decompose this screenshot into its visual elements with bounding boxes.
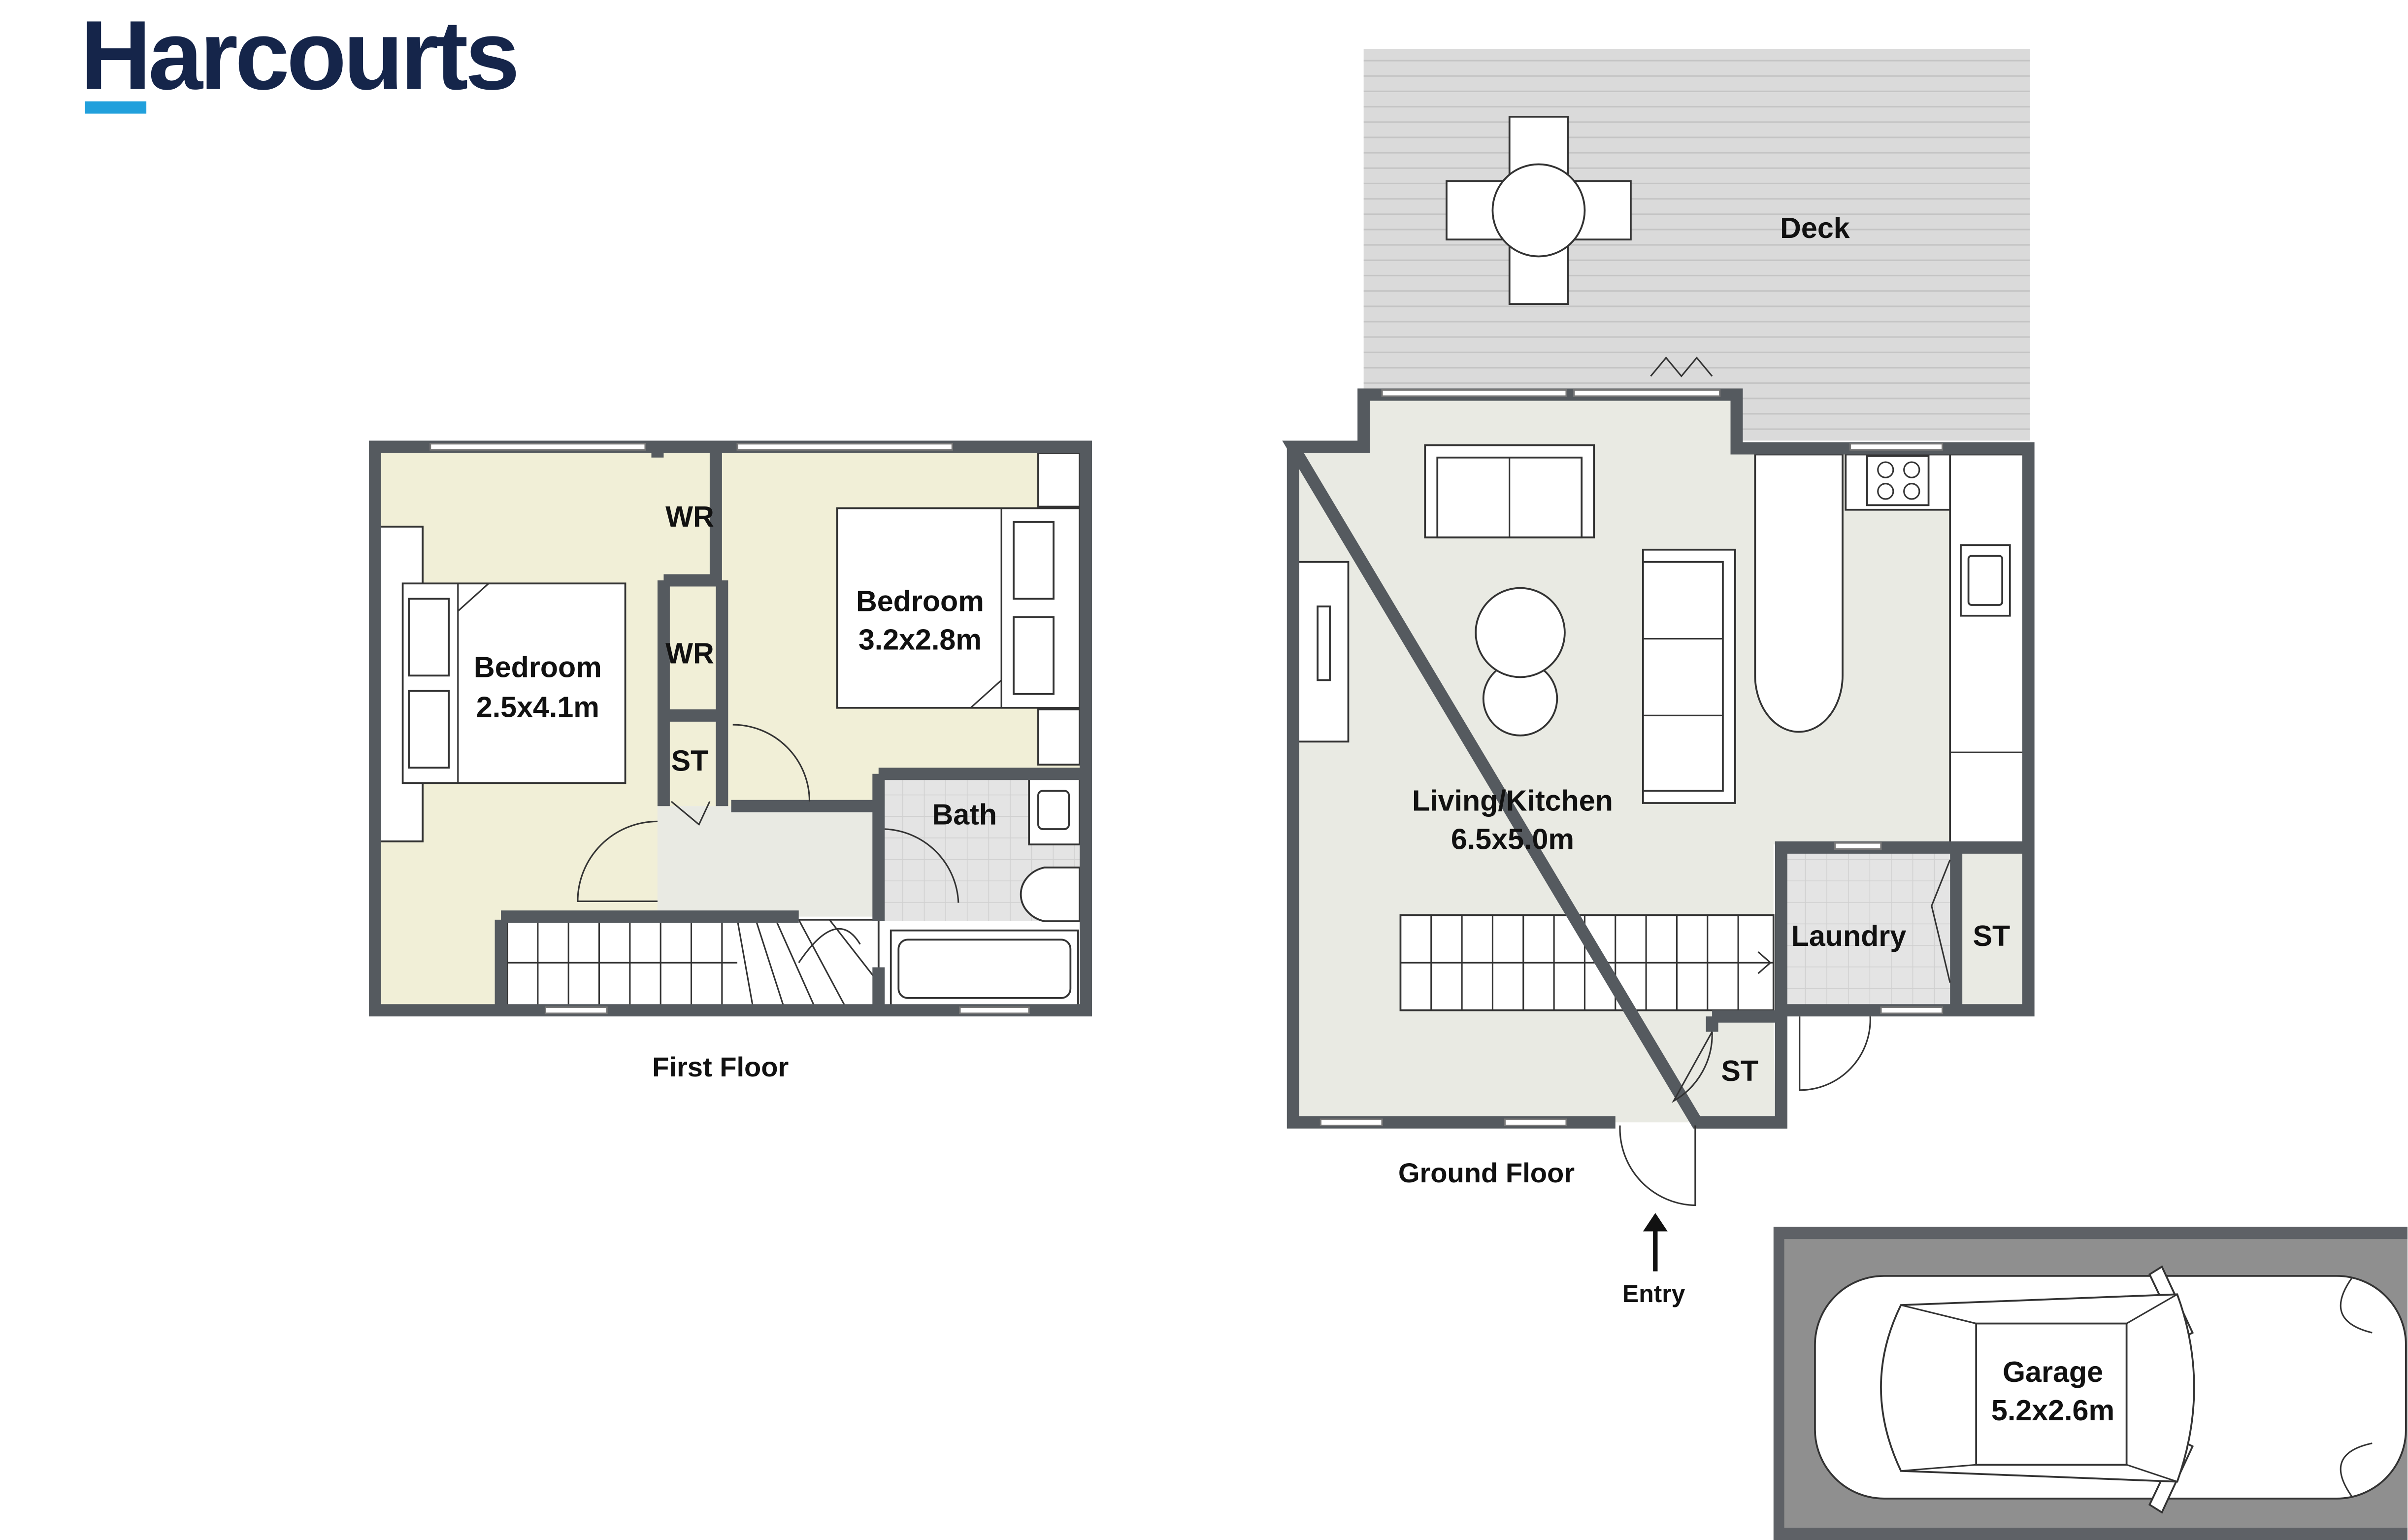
garage-name: Garage bbox=[2003, 1355, 2103, 1388]
entry-label: Entry bbox=[1622, 1280, 1685, 1307]
bedroom-left-name: Bedroom bbox=[474, 650, 602, 683]
wr-label-1: WR bbox=[665, 500, 714, 533]
laundry-floor bbox=[1780, 850, 1950, 1010]
toilet bbox=[1020, 867, 1081, 922]
kitchen-island bbox=[1754, 453, 1844, 733]
living-kitchen-name: Living/Kitchen bbox=[1412, 784, 1613, 817]
st-label-laundry: ST bbox=[1973, 919, 2011, 952]
garage-size: 5.2x2.6m bbox=[1991, 1394, 2114, 1427]
ground-floor: Deck Living/Kitchen 6.5x5.0m Laundry ST … bbox=[1282, 49, 2035, 1307]
bath-label: Bath bbox=[932, 798, 997, 831]
entry-arrow-icon bbox=[1643, 1213, 1668, 1272]
first-floor: Bedroom 2.5x4.1m Bedroom 3.2x2.8m WR WR … bbox=[369, 440, 1092, 1082]
bedroom-right-size: 3.2x2.8m bbox=[858, 623, 982, 656]
wr-label-2: WR bbox=[665, 636, 714, 670]
logo-text: Harcourts bbox=[80, 0, 517, 110]
bedroom-left-size: 2.5x4.1m bbox=[476, 690, 599, 723]
st-label: ST bbox=[671, 744, 709, 777]
bed-left bbox=[378, 526, 627, 842]
outdoor-table-set bbox=[1446, 115, 1632, 305]
harcourts-logo: Harcourts bbox=[80, 0, 520, 114]
car-icon bbox=[1814, 1265, 2407, 1514]
hallway-floor bbox=[657, 806, 879, 917]
cooktop bbox=[1866, 455, 1930, 506]
ground-floor-title: Ground Floor bbox=[1398, 1157, 1575, 1188]
first-floor-title: First Floor bbox=[652, 1051, 789, 1082]
bed-right bbox=[836, 452, 1081, 766]
logo-accent-bar bbox=[85, 101, 147, 114]
tv-unit bbox=[1296, 561, 1350, 743]
living-kitchen-size: 6.5x5.0m bbox=[1451, 823, 1574, 856]
deck-floor bbox=[1363, 49, 2030, 441]
garage: Garage 5.2x2.6m bbox=[1773, 1227, 2408, 1540]
doors-first bbox=[577, 724, 959, 903]
deck-label: Deck bbox=[1780, 211, 1850, 244]
doors-ground bbox=[1619, 356, 1951, 1206]
bedroom-right-name: Bedroom bbox=[856, 584, 984, 617]
st-label-entry: ST bbox=[1721, 1054, 1758, 1087]
stairs-first bbox=[506, 919, 880, 1007]
laundry-label: Laundry bbox=[1791, 919, 1907, 952]
